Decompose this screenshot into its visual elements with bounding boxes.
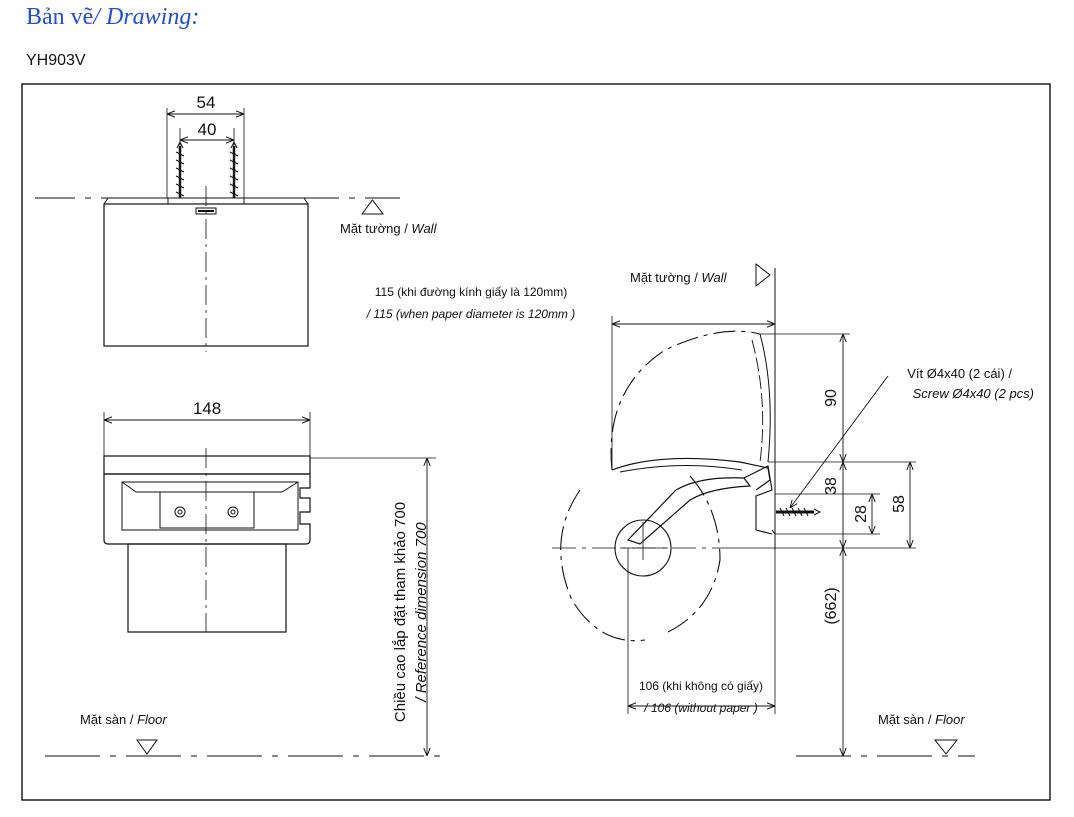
drawing-frame bbox=[21, 83, 1051, 801]
front-view-body bbox=[103, 473, 311, 545]
dim-106-label-en: / 106 (without paper ) bbox=[643, 701, 757, 715]
dim-38-label: 38 bbox=[823, 477, 840, 495]
dim-58-label: 58 bbox=[891, 495, 908, 513]
ref-height-label-en: / Reference dimension 700 bbox=[413, 522, 430, 703]
floor-label-left: Mặt sàn / Floor bbox=[80, 712, 167, 727]
model-number: YH903V bbox=[26, 52, 86, 69]
dim-148-label: 148 bbox=[193, 399, 221, 418]
dim-54-label: 54 bbox=[197, 93, 216, 112]
dim-28-label: 28 bbox=[853, 505, 870, 523]
floor-label-right: Mặt sàn / Floor bbox=[878, 712, 965, 727]
drawing-heading: Bản vẽ/ Drawing: bbox=[26, 4, 199, 31]
side-view bbox=[552, 262, 975, 757]
wall-triangle-side bbox=[755, 262, 771, 288]
heading-en: / Drawing: bbox=[93, 4, 200, 30]
screw-label-vi: Vít Ø4x40 (2 cái) / bbox=[907, 366, 1012, 381]
wall-label-side: Mặt tường / Wall bbox=[630, 270, 728, 285]
dim-40-label: 40 bbox=[198, 120, 217, 139]
screw-leader bbox=[790, 375, 889, 508]
dim-90-label: 90 bbox=[823, 389, 840, 407]
side-view-screw bbox=[776, 507, 822, 517]
top-view bbox=[35, 108, 400, 352]
front-view-screw-right bbox=[227, 506, 239, 518]
dim-115-label-en: / 115 (when paper diameter is 120mm ) bbox=[366, 307, 576, 321]
front-view-top-plate bbox=[103, 455, 311, 475]
top-view-screw-left bbox=[175, 140, 185, 198]
dim-662-label: (662) bbox=[823, 587, 840, 624]
side-view-cover-open bbox=[610, 330, 761, 471]
wall-triangle-top bbox=[361, 199, 384, 215]
heading-vi: Bản vẽ bbox=[26, 4, 94, 30]
side-view-paper-roll bbox=[560, 489, 646, 642]
ref-height-label: Chiều cao lắp đặt tham khảo 700 bbox=[392, 502, 409, 722]
floor-triangle-right bbox=[933, 739, 959, 755]
dim-106-label: 106 (khi không có giấy) bbox=[639, 679, 763, 693]
wall-label-top: Mặt tường / Wall bbox=[340, 221, 438, 236]
side-view-cover bbox=[611, 457, 771, 491]
dim-115-label: 115 (khi đường kính giấy là 120mm) bbox=[375, 285, 567, 299]
front-view-screw-left bbox=[174, 506, 186, 518]
front-view-paper bbox=[127, 543, 287, 633]
top-view-screw-right bbox=[229, 140, 239, 198]
front-view bbox=[45, 412, 440, 757]
side-view-arm bbox=[626, 477, 752, 545]
floor-triangle-left bbox=[136, 739, 158, 755]
front-view-bracket bbox=[159, 491, 255, 529]
screw-label-en: Screw Ø4x40 (2 pcs) bbox=[913, 386, 1034, 401]
